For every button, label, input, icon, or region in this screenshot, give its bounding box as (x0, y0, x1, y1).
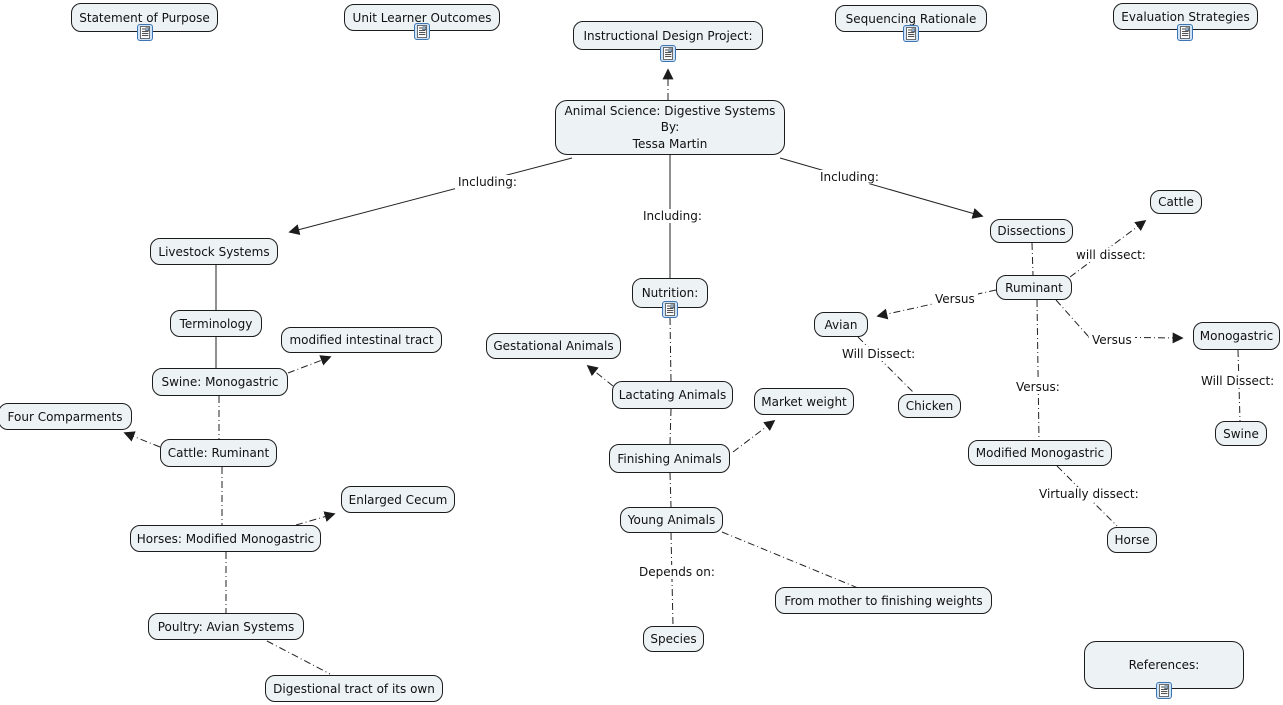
link-label-including-middle[interactable]: Including: (640, 209, 705, 223)
link-label-virtually-dissect[interactable]: Virtually dissect: (1036, 487, 1142, 501)
node-cattle-ruminant[interactable]: Cattle: Ruminant (160, 439, 277, 467)
node-label: Young Animals (627, 513, 716, 527)
node-enlarged-cecum[interactable]: Enlarged Cecum (341, 486, 455, 513)
node-label: Statement of Purpose (79, 10, 210, 25)
node-swine[interactable]: Swine (1215, 421, 1267, 446)
node-modified-monogastric[interactable]: Modified Monogastric (968, 440, 1112, 466)
resource-icon[interactable] (414, 23, 430, 40)
node-label: References: (1128, 657, 1200, 672)
node-label: Digestional tract of its own (273, 681, 435, 696)
resource-icon[interactable] (903, 25, 919, 42)
node-poultry-avian-systems[interactable]: Poultry: Avian Systems (148, 613, 304, 640)
node-from-mother-to-finishing-weights[interactable]: From mother to finishing weights (775, 587, 992, 614)
link-label-versus-modified[interactable]: Versus: (1013, 380, 1063, 394)
node-label: Evaluation Strategies (1121, 9, 1250, 24)
node-species[interactable]: Species (643, 626, 704, 652)
resource-icon[interactable] (1156, 682, 1172, 699)
node-label: Species (650, 632, 697, 646)
node-label: Horses: Modified Monogastric (136, 531, 315, 546)
node-label: Nutrition: (641, 286, 699, 300)
node-label: Swine (1223, 426, 1259, 441)
node-market-weight[interactable]: Market weight (754, 388, 854, 415)
link-label-versus-monogastric[interactable]: Versus (1089, 333, 1135, 347)
node-label: From mother to finishing weights (784, 593, 983, 608)
node-label: Swine: Monogastric (161, 375, 279, 389)
link-label-will-dissect-chicken[interactable]: Will Dissect: (839, 347, 919, 361)
node-label: Gestational Animals (493, 339, 614, 353)
node-references[interactable]: References: (1084, 641, 1244, 689)
main-title-line1: Animal Science: Digestive Systems (564, 104, 776, 119)
link-label-will-dissect-swine[interactable]: Will Dissect: (1198, 374, 1278, 388)
node-terminology[interactable]: Terminology (170, 310, 262, 337)
node-label: Market weight (761, 394, 847, 409)
resource-icon[interactable] (662, 301, 678, 318)
node-horses-modified-monogastric[interactable]: Horses: Modified Monogastric (130, 525, 321, 552)
node-digestional-tract[interactable]: Digestional tract of its own (265, 675, 443, 702)
link-label-depends-on[interactable]: Depends on: (636, 565, 718, 579)
node-label: Avian (824, 317, 858, 332)
node-horse[interactable]: Horse (1107, 527, 1157, 553)
main-title-line3: Tessa Martin (632, 136, 708, 151)
node-label: Modified Monogastric (975, 446, 1105, 460)
node-livestock-systems[interactable]: Livestock Systems (150, 238, 278, 265)
node-label: Livestock Systems (158, 244, 270, 259)
node-label: Sequencing Rationale (845, 11, 977, 26)
node-label: Dissections (997, 224, 1066, 238)
link-label-including-right[interactable]: Including: (817, 170, 882, 184)
node-label: Chicken (905, 399, 954, 413)
node-dissections[interactable]: Dissections (990, 219, 1073, 243)
main-title-line2: By: (660, 120, 680, 135)
node-label: Monogastric (1199, 329, 1274, 343)
node-label: Enlarged Cecum (348, 492, 448, 507)
node-label: modified intestinal tract (289, 333, 434, 347)
node-label: Ruminant (1005, 280, 1063, 295)
link-label-including-left[interactable]: Including: (455, 175, 520, 189)
node-label: Poultry: Avian Systems (157, 619, 295, 634)
node-gestational-animals[interactable]: Gestational Animals (486, 333, 621, 359)
node-modified-intestinal-tract[interactable]: modified intestinal tract (281, 327, 442, 353)
resource-icon[interactable] (1177, 24, 1193, 41)
link-label-will-dissect-cattle[interactable]: will dissect: (1073, 248, 1149, 262)
node-label: Four Comparments (7, 409, 123, 424)
node-sequencing-rationale[interactable]: Sequencing Rationale (835, 5, 987, 32)
node-main-title[interactable]: Animal Science: Digestive Systems By: Te… (555, 100, 785, 155)
node-label: Unit Learner Outcomes (352, 10, 492, 25)
node-chicken[interactable]: Chicken (898, 394, 961, 418)
node-label: Cattle: Ruminant (167, 446, 270, 460)
node-cattle[interactable]: Cattle (1150, 190, 1202, 214)
node-lactating-animals[interactable]: Lactating Animals (612, 381, 733, 409)
node-avian[interactable]: Avian (814, 312, 868, 337)
node-young-animals[interactable]: Young Animals (620, 507, 723, 533)
resource-icon[interactable] (660, 45, 676, 62)
node-ruminant[interactable]: Ruminant (996, 275, 1072, 300)
node-label: Terminology (179, 316, 253, 331)
node-four-comparments[interactable]: Four Comparments (0, 403, 132, 430)
node-label: Instructional Design Project: (583, 28, 753, 43)
node-label: Horse (1114, 533, 1150, 547)
node-label: Cattle (1158, 195, 1194, 209)
node-finishing-animals[interactable]: Finishing Animals (609, 444, 730, 473)
resource-icon[interactable] (137, 24, 153, 41)
node-label: Finishing Animals (617, 451, 722, 466)
node-swine-monogastric[interactable]: Swine: Monogastric (152, 368, 288, 396)
node-label: Lactating Animals (618, 388, 727, 402)
node-monogastric[interactable]: Monogastric (1193, 322, 1280, 350)
link-label-versus-avian[interactable]: Versus (932, 292, 978, 306)
